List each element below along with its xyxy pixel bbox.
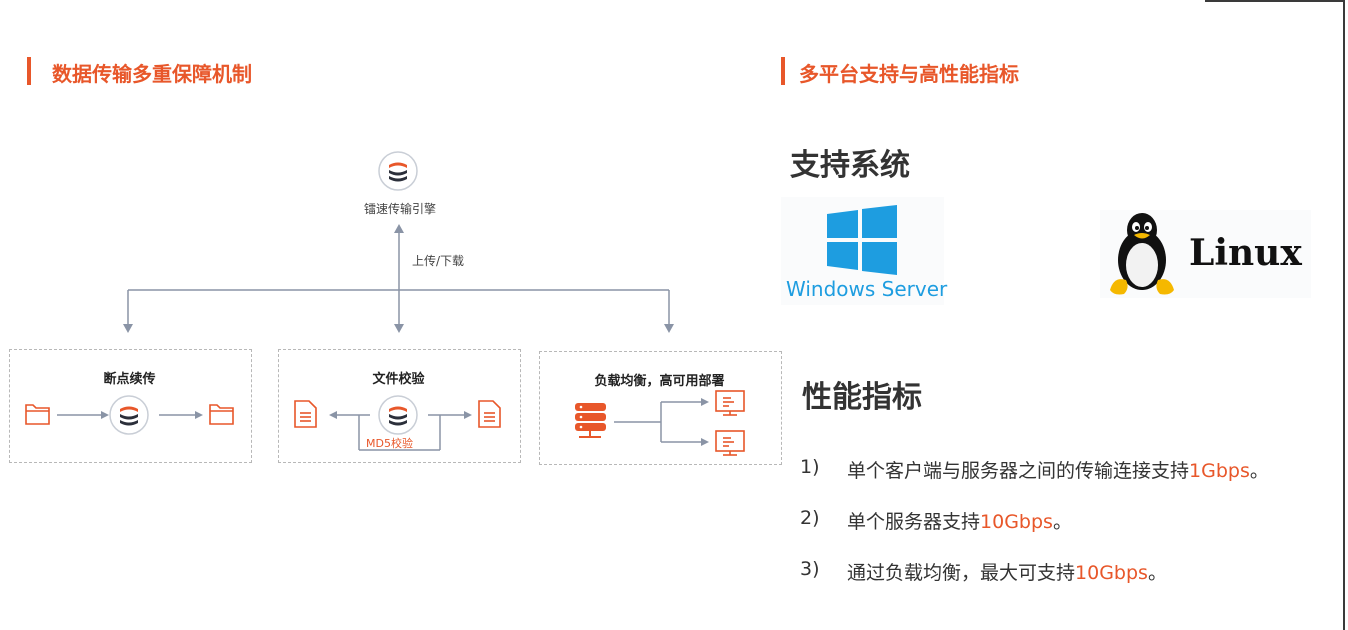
list-item-number: 1): [800, 456, 820, 478]
windows-server-label: Windows Server: [786, 277, 948, 301]
resume-transfer-box: [9, 349, 252, 463]
top-border-line: [1205, 0, 1343, 2]
list-item-end: 。: [1249, 460, 1269, 482]
resume-transfer-diagram: [25, 395, 234, 435]
list-item-number: 3): [800, 558, 820, 580]
windows-logo-icon: [827, 205, 897, 275]
list-item-text: 单个客户端与服务器之间的传输连接支持1Gbps。: [847, 456, 1269, 483]
list-item-highlight: 1Gbps: [1189, 460, 1250, 482]
rayspeed-logo-icon: [378, 151, 418, 191]
list-item-highlight: 10Gbps: [980, 511, 1053, 533]
tux-penguin-icon: [1110, 213, 1174, 295]
rayspeed-logo-icon: [378, 395, 418, 435]
load-balance-title: 负载均衡，高可用部署: [594, 374, 725, 389]
document-icon: [294, 400, 317, 428]
list-item-body: 单个服务器支持: [847, 511, 981, 533]
list-item-body: 通过负载均衡，最大可支持: [847, 562, 1076, 584]
right-section-accent-bar: [781, 57, 785, 85]
monitor-icon: [715, 390, 745, 416]
engine-label: 镭速传输引擎: [363, 202, 436, 216]
list-item-number: 2): [800, 507, 820, 529]
load-balance-diagram: [575, 390, 745, 456]
upload-download-label: 上传/下载: [412, 254, 465, 268]
connector-lines: [123, 224, 674, 333]
folder-icon: [209, 404, 234, 425]
monitor-icon: [715, 430, 745, 456]
list-item-end: 。: [1052, 511, 1072, 533]
left-section-accent-bar: [27, 57, 31, 85]
list-item-highlight: 10Gbps: [1075, 562, 1148, 584]
file-verify-box: [278, 349, 521, 463]
systems-heading: 支持系统: [790, 148, 910, 183]
list-item-body: 单个客户端与服务器之间的传输连接支持: [847, 460, 1190, 482]
performance-heading: 性能指标: [802, 380, 922, 415]
server-icon: [575, 403, 606, 438]
document-icon: [478, 400, 501, 428]
folder-icon: [25, 404, 50, 425]
resume-transfer-title: 断点续传: [103, 372, 156, 387]
file-verify-diagram: [294, 395, 501, 451]
right-border-line: [1343, 0, 1345, 630]
load-balance-box: [539, 351, 782, 465]
list-item-text: 通过负载均衡，最大可支持10Gbps。: [847, 558, 1167, 585]
right-section-title: 多平台支持与高性能指标: [799, 62, 1019, 86]
md5-label: MD5校验: [366, 437, 413, 450]
list-item-text: 单个服务器支持10Gbps。: [847, 507, 1072, 534]
linux-label: Linux: [1189, 232, 1302, 274]
left-section-title: 数据传输多重保障机制: [52, 62, 252, 86]
list-item-end: 。: [1147, 562, 1167, 584]
file-verify-title: 文件校验: [372, 372, 425, 387]
rayspeed-logo-icon: [109, 395, 149, 435]
